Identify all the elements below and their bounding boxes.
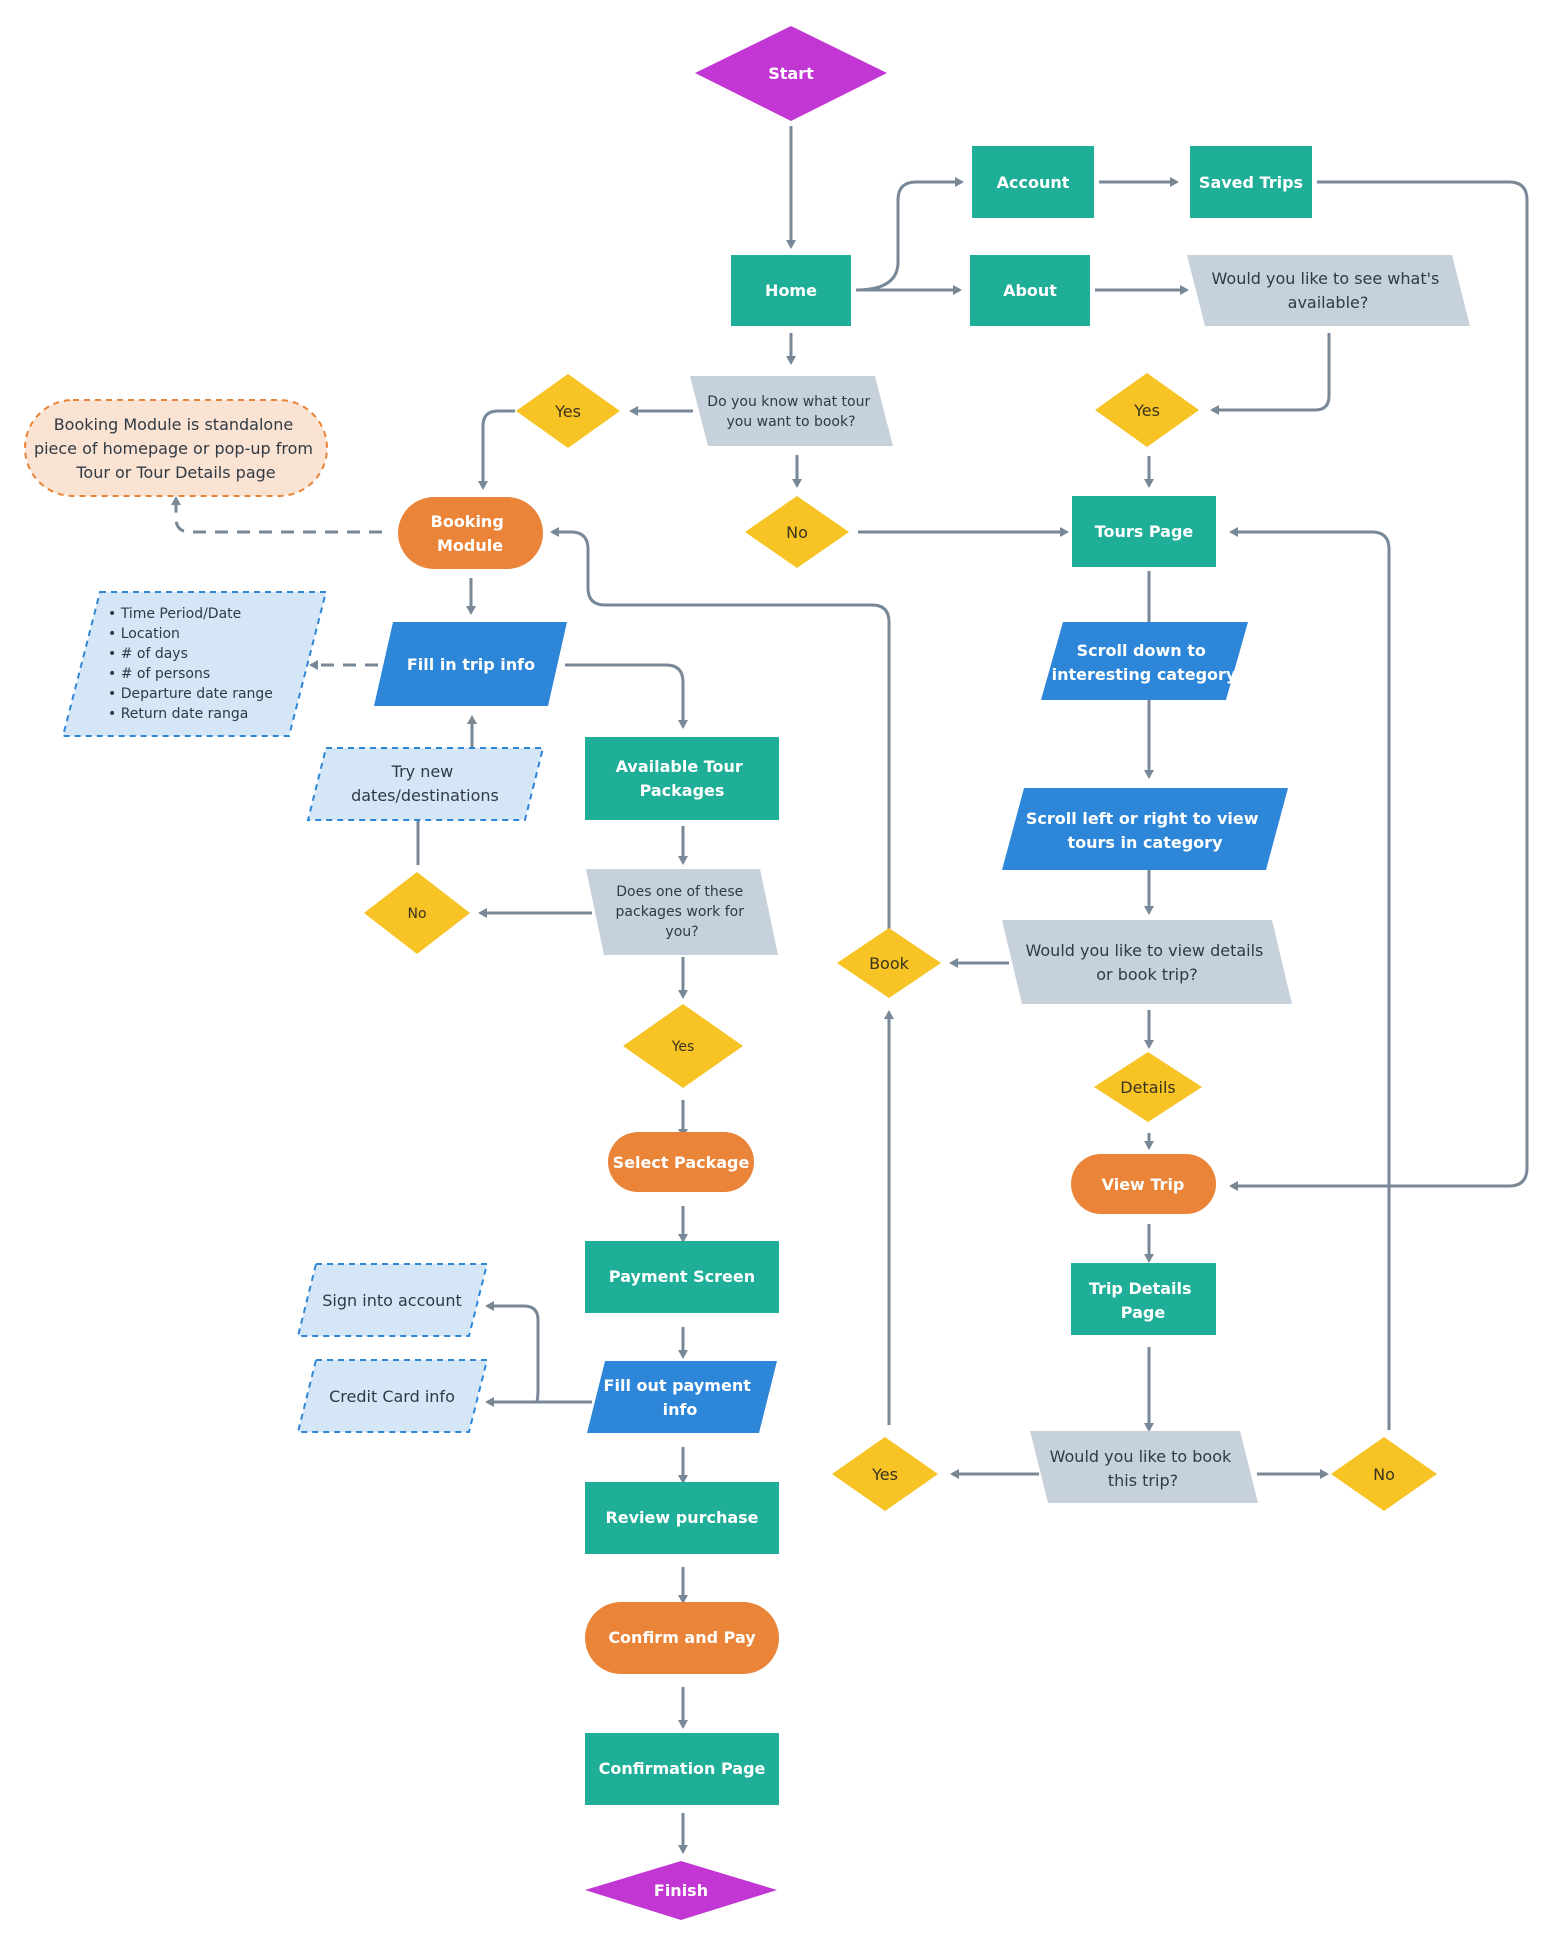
trip-info-list-text: • Time Period/Date • Location • # of day… [108,606,277,722]
confirm-and-pay-label: Confirm and Pay [608,1628,756,1647]
connector [1210,333,1331,415]
review-purchase-node[interactable]: Review purchase [585,1482,779,1554]
try-new-label: Try new dates/destinations [351,762,499,805]
no-decision-book-trip[interactable]: No [1331,1437,1437,1511]
book-this-trip-label: Would you like to book this trip? [1050,1447,1237,1490]
confirmation-page-node[interactable]: Confirmation Page [585,1733,779,1805]
no-book-trip-label: No [1373,1465,1395,1484]
account-label: Account [997,173,1070,192]
book-decision[interactable]: Book [837,928,941,998]
booking-module-node[interactable]: Booking Module [398,497,543,569]
details-or-book-question[interactable]: Would you like to view details or book t… [1002,920,1292,1004]
available-packages-node[interactable]: Available Tour Packages [585,737,779,820]
book-label: Book [869,954,910,973]
trip-details-page-node[interactable]: Trip Details Page [1071,1263,1216,1335]
about-label: About [1003,281,1057,300]
yes-decision-book-trip[interactable]: Yes [832,1437,938,1511]
available-packages-label: Available Tour Packages [616,757,749,800]
finish-label: Finish [654,1881,708,1900]
sign-into-account-node[interactable]: Sign into account [296,1263,489,1337]
account-node[interactable]: Account [972,146,1094,218]
sign-into-account-label: Sign into account [322,1291,461,1310]
yes-decision-packages[interactable]: Yes [623,1004,743,1088]
no-decision-middle[interactable]: No [745,496,849,568]
fill-payment-label: Fill out payment info [604,1376,757,1419]
no-mid-label: No [786,523,808,542]
booking-module-note: Booking Module is standalone piece of ho… [24,399,328,497]
tours-page-node[interactable]: Tours Page [1072,496,1216,567]
scroll-down-node[interactable]: Scroll down to interesting category [1041,622,1248,700]
finish-node[interactable]: Finish [585,1861,777,1920]
scroll-left-right-node[interactable]: Scroll left or right to view tours in ca… [1002,788,1288,870]
yes-book-trip-label: Yes [871,1465,898,1484]
saved-trips-node[interactable]: Saved Trips [1190,146,1312,218]
select-package-label: Select Package [613,1153,750,1172]
see-available-question[interactable]: Would you like to see what's available? [1187,255,1470,326]
select-package-node[interactable]: Select Package [608,1132,754,1192]
packages-work-label: Does one of these packages work for you? [616,884,749,940]
credit-card-info-node[interactable]: Credit Card info [296,1359,489,1433]
connector [478,409,515,490]
connector [565,663,688,729]
confirmation-page-label: Confirmation Page [599,1759,766,1778]
details-or-book-label: Would you like to view details or book t… [1026,941,1269,984]
start-label: Start [768,64,814,83]
trip-info-list: • Time Period/Date • Location • # of day… [61,591,328,737]
no-decision-packages[interactable]: No [364,872,470,954]
view-trip-node[interactable]: View Trip [1071,1154,1216,1214]
trip-details-page-label: Trip Details Page [1089,1279,1197,1322]
know-tour-label: Do you know what tour you want to book? [707,394,874,430]
no-packages-label: No [407,906,426,922]
fill-trip-info-node[interactable]: Fill in trip info [374,622,567,706]
details-decision[interactable]: Details [1094,1052,1202,1122]
fill-payment-node[interactable]: Fill out payment info [587,1361,777,1433]
see-available-label: Would you like to see what's available? [1212,269,1445,312]
about-node[interactable]: About [970,255,1090,326]
yes-decision-left[interactable]: Yes [516,374,620,448]
saved-trips-label: Saved Trips [1199,173,1303,192]
yes-left-label: Yes [554,402,581,421]
fill-trip-info-label: Fill in trip info [407,655,535,674]
credit-card-info-label: Credit Card info [329,1387,455,1406]
connector [171,496,382,534]
confirm-and-pay-node[interactable]: Confirm and Pay [585,1602,779,1674]
review-purchase-label: Review purchase [605,1508,758,1527]
booking-module-label: Booking Module [431,512,510,555]
home-label: Home [765,281,817,300]
connector [1229,180,1529,1191]
yes-right-label: Yes [1133,401,1160,420]
payment-screen-label: Payment Screen [609,1267,755,1286]
yes-packages-label: Yes [671,1039,695,1055]
tours-page-label: Tours Page [1095,522,1194,541]
scroll-left-right-label: Scroll left or right to view tours in ca… [1026,809,1264,852]
connector [1229,527,1391,1430]
connector [485,1301,592,1404]
home-node[interactable]: Home [731,255,851,326]
view-trip-label: View Trip [1102,1175,1185,1194]
know-tour-question[interactable]: Do you know what tour you want to book? [690,376,893,446]
packages-work-question[interactable]: Does one of these packages work for you? [586,869,778,955]
scroll-down-label: Scroll down to interesting category [1052,641,1237,684]
payment-screen-node[interactable]: Payment Screen [585,1241,779,1313]
start-node[interactable]: Start [695,26,887,121]
details-label: Details [1120,1078,1175,1097]
book-this-trip-question[interactable]: Would you like to book this trip? [1030,1431,1258,1503]
booking-note-label: Booking Module is standalone piece of ho… [34,415,318,482]
connector [855,177,964,292]
try-new-node[interactable]: Try new dates/destinations [306,747,545,821]
yes-decision-right[interactable]: Yes [1095,373,1199,447]
connector [550,527,891,931]
